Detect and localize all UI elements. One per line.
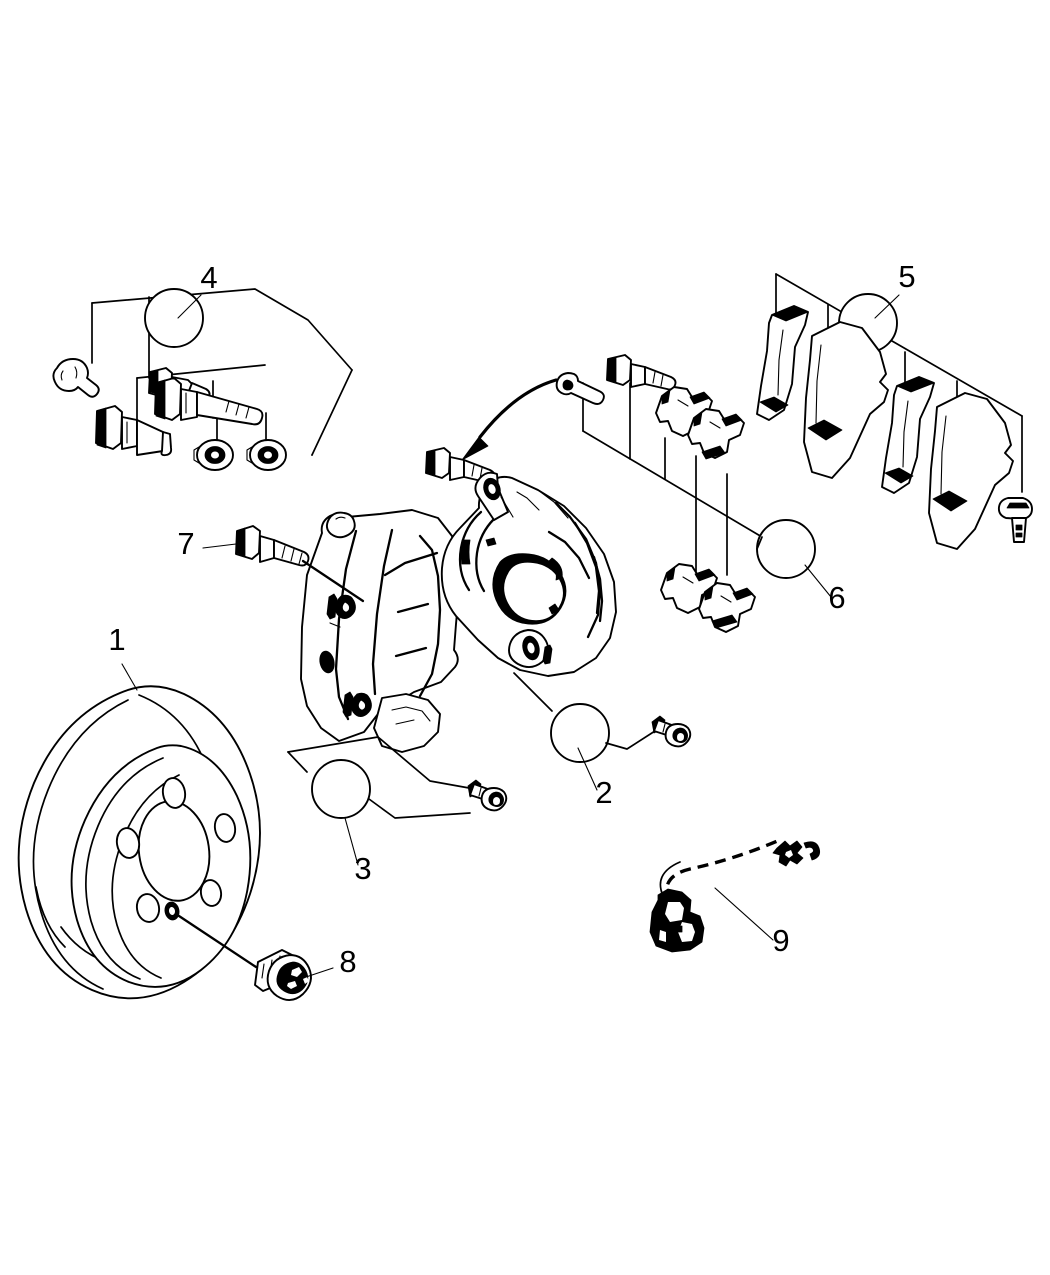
callout-6[interactable]: 6: [804, 564, 846, 615]
callout-1[interactable]: 1: [108, 622, 138, 691]
brake-caliper-housing: [440, 471, 617, 677]
rotor-retaining-screw: [254, 949, 312, 1001]
callout-4[interactable]: 4: [177, 260, 218, 319]
callout-3[interactable]: 3: [344, 817, 372, 886]
pad-set-bolt: [997, 497, 1033, 543]
caliper-bleeder-fitting: [474, 471, 514, 521]
guide-pin-long-lower: [95, 405, 173, 457]
callout-label-1: 1: [108, 622, 125, 657]
caliper-bolt-2: [651, 715, 692, 748]
pad-spring-clip-2: [687, 408, 745, 460]
part-group-5-brake-pads: [756, 273, 1033, 550]
callout-circle-6: [756, 519, 816, 579]
part-group-4-guide-pin-kit: [52, 288, 353, 471]
caliper-mounting-bracket: [300, 509, 460, 753]
part-group-8-rotor-screw: 8: [174, 912, 357, 1001]
part-group-1-brake-rotor: [17, 685, 261, 1000]
wear-sensor-connector: [772, 840, 821, 867]
callout-circle-3: [311, 759, 371, 819]
pad-spring-clip-3: [660, 563, 718, 614]
callout-label-3: 3: [354, 851, 371, 886]
part-group-9-wear-sensor: 9: [649, 837, 821, 958]
callout-label-8: 8: [339, 944, 356, 979]
bracket-cast-mark-upper: [326, 593, 356, 628]
part-group-3-bracket-bolt: [287, 736, 508, 819]
callout-label-7: 7: [177, 526, 194, 561]
part-group-6-spring-clips: [555, 354, 816, 633]
pad-spring-clip-4: [698, 582, 756, 633]
bracket-guide-bolt: [235, 525, 310, 567]
callout-5[interactable]: 5: [874, 259, 916, 319]
brake-pad-4: [928, 392, 1014, 550]
guide-bushing-left: [193, 439, 234, 471]
brake-pad-3: [881, 376, 935, 494]
assembly-direction-arrow: [461, 378, 558, 461]
guide-pin-long-middle: [154, 377, 264, 426]
callout-label-4: 4: [200, 260, 217, 295]
callout-2[interactable]: 2: [577, 747, 613, 810]
callout-circle-4: [144, 288, 204, 348]
guide-bushing-right: [246, 439, 287, 471]
callout-label-5: 5: [898, 259, 915, 294]
callout-circle-2: [550, 703, 610, 763]
brake-pad-2: [803, 321, 889, 479]
clip-kit-bolt-right: [606, 354, 677, 391]
callout-label-9: 9: [772, 923, 789, 958]
bracket-bolt-3: [467, 779, 508, 812]
wear-sensor-body: [649, 888, 705, 953]
callout-label-6: 6: [828, 580, 845, 615]
callout-label-2: 2: [595, 775, 612, 810]
bracket-cast-mark-lower: [342, 691, 372, 718]
guide-pin-cap: [52, 358, 100, 398]
clip-kit-bolt-left: [555, 372, 605, 405]
part-group-2-caliper-bolt: [513, 672, 692, 763]
brake-pad-1: [756, 305, 809, 421]
part-group-7-bracket-guide-bolt: 7: [177, 525, 365, 603]
